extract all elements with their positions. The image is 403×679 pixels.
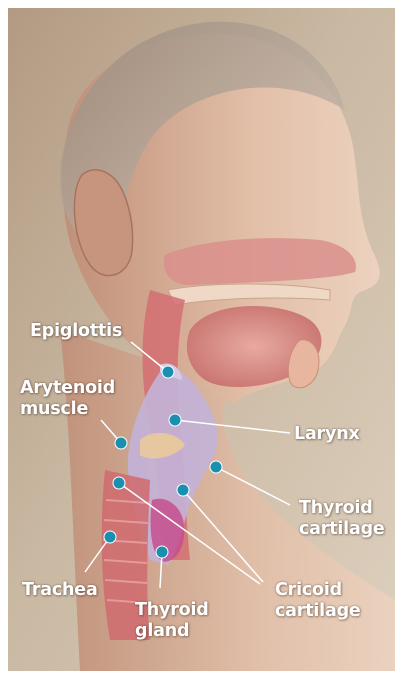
- label-trachea: Trachea: [22, 580, 98, 601]
- label-cricoid-line2: cartilage: [275, 601, 361, 622]
- label-arytenoid-line2: muscle: [20, 399, 115, 420]
- label-thyroid-gland-line2: gland: [135, 621, 209, 642]
- label-cricoid-cartilage: Cricoid cartilage: [275, 580, 361, 622]
- label-epiglottis-text: Epiglottis: [30, 321, 122, 342]
- label-thyroid-cartilage-line2: cartilage: [299, 519, 385, 540]
- marker-thyroid-gland: [156, 546, 168, 558]
- marker-cricoid-2: [177, 484, 189, 496]
- label-thyroid-cartilage-line1: Thyroid: [299, 498, 385, 519]
- label-arytenoid-muscle: Arytenoid muscle: [20, 378, 115, 420]
- label-thyroid-cartilage: Thyroid cartilage: [299, 498, 385, 540]
- label-thyroid-gland: Thyroid gland: [135, 600, 209, 642]
- label-larynx-text: Larynx: [294, 424, 360, 445]
- marker-thyroid-cartilage: [210, 461, 222, 473]
- label-trachea-text: Trachea: [22, 580, 98, 601]
- marker-larynx: [169, 414, 181, 426]
- label-thyroid-gland-line1: Thyroid: [135, 600, 209, 621]
- label-epiglottis: Epiglottis: [30, 321, 122, 342]
- marker-arytenoid: [115, 437, 127, 449]
- label-cricoid-line1: Cricoid: [275, 580, 361, 601]
- marker-cricoid-1: [113, 477, 125, 489]
- label-arytenoid-line1: Arytenoid: [20, 378, 115, 399]
- label-larynx: Larynx: [294, 424, 360, 445]
- marker-epiglottis: [162, 366, 174, 378]
- marker-trachea: [104, 531, 116, 543]
